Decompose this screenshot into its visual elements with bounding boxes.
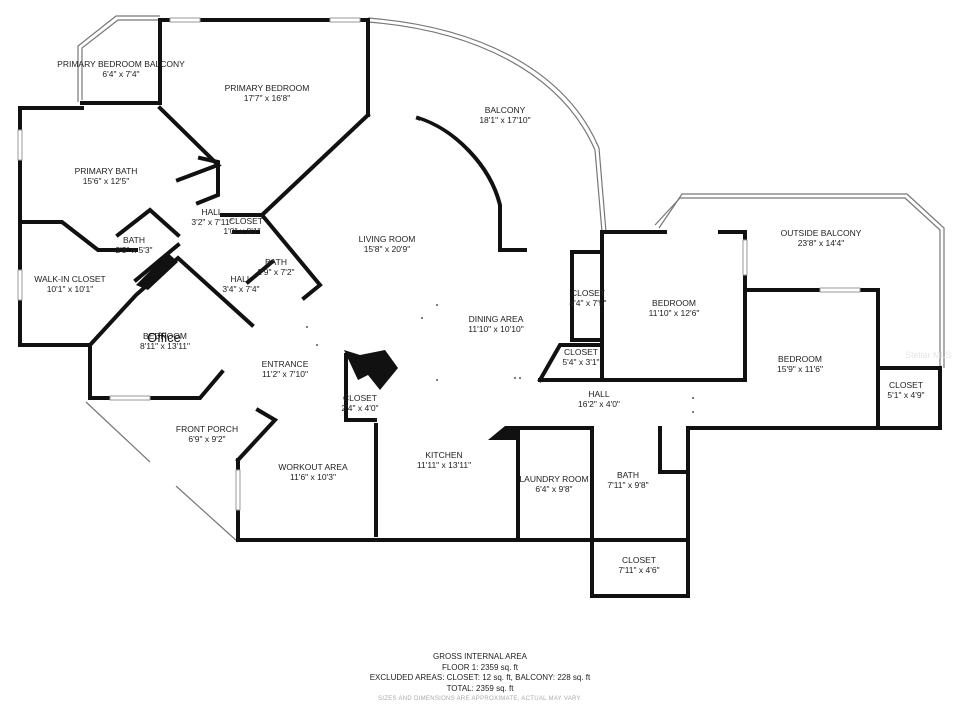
summary-floor: FLOOR 1: 2359 sq. ft (441, 662, 519, 672)
room-dims: 4'4" x 7'5" (569, 298, 606, 308)
room-dims: 3'2" x 7'11" (191, 217, 232, 227)
room-name: CLOSET (343, 393, 377, 403)
opening-markers (306, 304, 694, 413)
room-name: HALL (588, 389, 610, 399)
room-dims: 8'11" x 13'11" (140, 341, 190, 351)
room-name: HALL (230, 274, 252, 284)
room-dims: 6'9" x 9'2" (188, 434, 225, 444)
room-dims: 15'6" x 12'5" (83, 176, 130, 186)
room-name: KITCHEN (425, 450, 462, 460)
room-name: FRONT PORCH (176, 424, 238, 434)
room-dims: 11'10" x 12'6" (649, 308, 700, 318)
room-dims: 18'1" x 17'10" (479, 115, 530, 125)
living-room-bay-window (415, 115, 502, 252)
room-dims: 23'8" x 14'4" (798, 238, 845, 248)
balcony-outlines (77, 15, 945, 543)
windows (17, 17, 861, 511)
fixtures (136, 253, 520, 440)
room-name: ENTRANCE (262, 359, 309, 369)
room-dims: 1'0" x 8'1" (223, 226, 260, 236)
walls (18, 18, 942, 598)
room-dims: 15'9" x 11'6" (777, 364, 823, 374)
room-name: LIVING ROOM (359, 234, 416, 244)
office-overlay-label: Office (147, 330, 181, 345)
room-dims: 2'4" x 4'0" (341, 403, 378, 413)
room-name: CLOSET (229, 216, 263, 226)
room-labels: PRIMARY BEDROOM BALCONY 6'4" x 7'4" PRIM… (34, 59, 924, 575)
room-dims: 11'10" x 10'10" (468, 324, 523, 334)
room-name: CLOSET (564, 347, 598, 357)
living-room-bay-window-glass (419, 120, 497, 248)
room-dims: 11'11" x 13'11" (417, 460, 471, 470)
room-name: WORKOUT AREA (278, 462, 348, 472)
summary-total: TOTAL: 2359 sq. ft (446, 683, 514, 693)
room-dims: 11'2" x 7'10" (262, 369, 308, 379)
room-name: CLOSET (622, 555, 656, 565)
room-name: PRIMARY BATH (75, 166, 138, 176)
summary-excluded: EXCLUDED AREAS: CLOSET: 12 sq. ft, BALCO… (369, 673, 591, 682)
room-name: LAUNDRY ROOM (519, 474, 588, 484)
summary-title: GROSS INTERNAL AREA (433, 652, 527, 661)
room-dims: 11'6" x 10'3" (290, 472, 336, 482)
room-name: BEDROOM (652, 298, 696, 308)
room-name: HALL (201, 207, 223, 217)
room-name: CLOSET (571, 288, 605, 298)
room-dims: 5'1" x 4'9" (887, 390, 924, 400)
watermark: Stellar MLS (905, 350, 952, 360)
room-dims: 17'7" x 16'8" (244, 93, 291, 103)
room-name: DINING AREA (469, 314, 524, 324)
room-name: BEDROOM (778, 354, 822, 364)
room-dims: 7'11" x 9'8" (607, 480, 648, 490)
room-name: PRIMARY BEDROOM BALCONY (57, 59, 185, 69)
summary-disclaimer: SIZES AND DIMENSIONS ARE APPROXIMATE, AC… (377, 696, 583, 702)
room-name: BALCONY (485, 105, 526, 115)
room-dims: 10'1" x 10'1" (47, 284, 94, 294)
room-dims: 2'9" x 7'2" (257, 267, 294, 277)
room-dims: 6'4" x 9'8" (535, 484, 572, 494)
room-dims: 2'3" x 5'3" (115, 245, 152, 255)
room-name: BATH (617, 470, 639, 480)
room-name: CLOSET (889, 380, 923, 390)
room-name: BATH (265, 257, 287, 267)
room-name: PRIMARY BEDROOM (225, 83, 310, 93)
room-name: OUTSIDE BALCONY (781, 228, 862, 238)
room-dims: 3'4" x 7'4" (222, 284, 259, 294)
room-dims: 5'4" x 3'1" (562, 357, 599, 367)
room-name: BATH (123, 235, 145, 245)
room-name: WALK-IN CLOSET (34, 274, 105, 284)
room-dims: 15'8" x 20'9" (364, 244, 411, 254)
room-dims: 7'11" x 4'6" (618, 565, 659, 575)
room-dims: 6'4" x 7'4" (102, 69, 139, 79)
room-name: BEDROOM (143, 331, 187, 341)
room-dims: 16'2" x 4'0" (578, 399, 620, 409)
area-summary: GROSS INTERNAL AREA FLOOR 1: 2359 sq. ft… (330, 652, 630, 705)
